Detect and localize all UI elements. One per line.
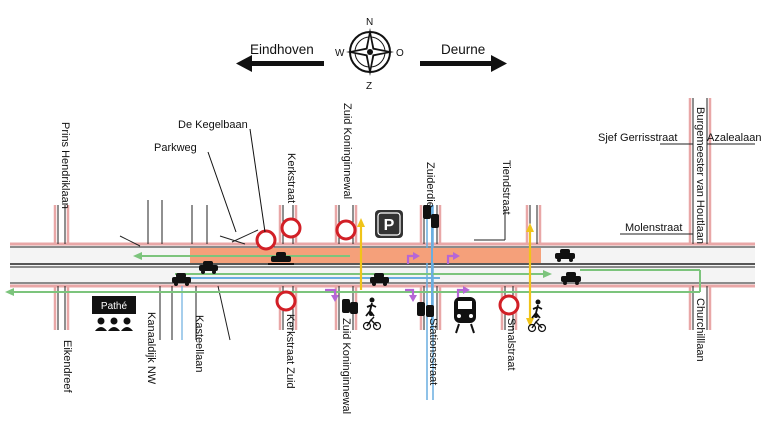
street-label-kegelbaan: De Kegelbaan bbox=[178, 119, 248, 131]
route-yellow bbox=[357, 218, 534, 327]
street-label-zuid-koninginnewal-south: Zuid Koninginnewal bbox=[340, 318, 352, 414]
arrow-right-icon bbox=[420, 55, 507, 72]
car-icon bbox=[555, 249, 575, 262]
parking-icon[interactable]: P bbox=[375, 210, 403, 238]
street-label-parkweg: Parkweg bbox=[154, 142, 197, 154]
car-icon bbox=[423, 205, 439, 228]
compass-north: N bbox=[366, 17, 373, 28]
no-entry-icon bbox=[275, 290, 297, 312]
street-label-stationsstraat: Stationsstraat bbox=[427, 318, 439, 385]
arrow-left-icon bbox=[236, 55, 324, 72]
car-icon bbox=[417, 302, 434, 317]
car-icon bbox=[199, 261, 218, 274]
street-label-sjef: Sjef Gerrisstraat bbox=[598, 132, 677, 144]
street-label-kerkstraat-zuid: Kerkstraat Zuid bbox=[284, 314, 296, 389]
street-label-zuid-koninginnewal-north: Zuid Koninginnewal bbox=[341, 103, 353, 199]
street-label-kasteellaan: Kasteellaan bbox=[193, 315, 205, 373]
car-icon bbox=[370, 273, 389, 286]
street-label-molenstraat: Molenstraat bbox=[625, 222, 682, 234]
compass-west: W bbox=[335, 48, 345, 59]
direction-east-label: Deurne bbox=[441, 42, 485, 57]
compass-east: O bbox=[396, 48, 404, 59]
no-entry-icon bbox=[255, 229, 277, 251]
street-label-prins-hendriklaan: Prins Hendriklaan bbox=[59, 122, 71, 209]
street-label-tiendstraat: Tiendstraat bbox=[500, 160, 512, 215]
street-label-churchilllaan: Churchilllaan bbox=[694, 298, 706, 362]
street-label-kerkstraat: Kerkstraat bbox=[285, 153, 297, 203]
street-label-azalealaan: Azalealaan bbox=[707, 132, 761, 144]
pedestrian-icon bbox=[531, 299, 543, 319]
car-icon bbox=[342, 299, 358, 314]
direction-west-label: Eindhoven bbox=[250, 42, 314, 57]
street-label-kanaaldijk: Kanaaldijk NW bbox=[145, 312, 157, 385]
car-icon bbox=[268, 252, 294, 265]
street-label-eikendreef: Eikendreef bbox=[61, 340, 73, 394]
cyclist-icon bbox=[527, 314, 547, 333]
car-icon bbox=[172, 273, 191, 286]
cinema-icon[interactable]: Pathé bbox=[92, 296, 136, 331]
compass-icon: N O Z W bbox=[335, 17, 404, 92]
street-label-smalstraat: Smalstraat bbox=[505, 318, 517, 371]
train-icon[interactable] bbox=[454, 297, 476, 334]
car-icon bbox=[561, 272, 581, 285]
cinema-label: Pathé bbox=[101, 301, 128, 312]
no-entry-icon bbox=[280, 217, 302, 239]
street-label-burgemeester: Burgemeester van Houtlaan bbox=[694, 107, 706, 244]
cyclist-icon bbox=[362, 312, 382, 331]
street-label-zuiderdie: Zuiderdie bbox=[424, 162, 436, 208]
no-entry-icon bbox=[498, 294, 520, 316]
parking-label: P bbox=[384, 217, 395, 234]
route-purple bbox=[325, 252, 470, 302]
compass-south: Z bbox=[366, 81, 372, 92]
no-entry-icon bbox=[335, 219, 357, 241]
